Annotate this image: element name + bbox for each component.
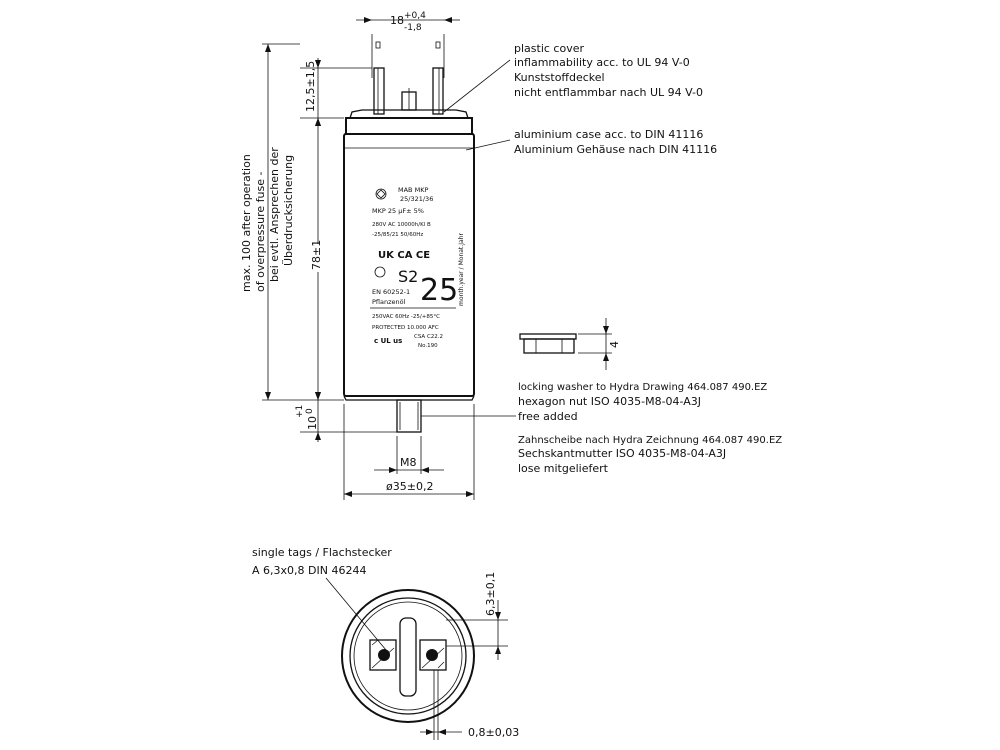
dim-top-width: 18 +0,4 -1,8 [356, 11, 460, 78]
label-class: S2 [398, 267, 418, 286]
callout-case-1: aluminium case acc. to DIN 41116 [514, 128, 703, 141]
dim-body-height: 78±1 [300, 118, 344, 401]
dim-top-width-upper: +0,4 [404, 11, 426, 21]
label-standard: EN 60252-1 [372, 288, 410, 296]
capacitor-top-view [341, 589, 475, 723]
dim-stud-tol-upper: +1 [295, 405, 305, 418]
expansion-note-line4: Überdrucksicherung [282, 155, 295, 266]
expansion-note-line2: of overpressure fuse - [254, 172, 267, 292]
dim-tag-thickness: 0,8±0,03 [420, 670, 519, 740]
dim-tag-height-value: 12,5±1,5 [304, 61, 317, 112]
tags-callout-1: single tags / Flachstecker [252, 546, 392, 559]
callout-washer-de-2: Sechskantmutter ISO 4035-M8-04-A3J [518, 447, 726, 460]
callout-case: aluminium case acc. to DIN 41116 Alumini… [514, 128, 717, 156]
dim-stud-length-value: 10 [306, 416, 319, 430]
vde-mark [374, 266, 386, 278]
label-brand: MAB MKP [398, 186, 428, 194]
tag-left-hole [378, 649, 390, 661]
dim-tag-spacing: 6,3±0,1 [446, 572, 508, 660]
dim-stud-length: 10 +1 0 [295, 392, 397, 442]
plastic-cover [345, 117, 473, 135]
dim-diameter: ø35±0,2 [343, 404, 475, 500]
dim-thread: M8 [374, 436, 444, 474]
label-protected: PROTECTED 10.000 AFC [372, 325, 439, 331]
label-code: 25/321/36 [400, 195, 433, 203]
terminal-left [373, 67, 385, 115]
nut-detail: 4 [519, 318, 621, 370]
callout-washer-de-3: lose mitgeliefert [518, 462, 609, 475]
label-marks: UK CA CE [378, 250, 430, 261]
label-oil: Pflanzenöl [372, 298, 406, 306]
label-csa-no: No.190 [418, 343, 438, 349]
label-ul: c UL us [374, 337, 402, 345]
label-rating: 280V AC 10000h/Kl B [372, 222, 431, 228]
callout-cover-4: nicht entflammbar nach UL 94 V-0 [514, 86, 703, 99]
callout-cover-2: inflammability acc. to UL 94 V-0 [514, 56, 690, 69]
callout-washer-en-1: locking washer to Hydra Drawing 464.087 … [518, 382, 767, 393]
expansion-note-line3: bei evtl. Ansprechen der [268, 147, 281, 282]
aluminium-can [343, 133, 475, 397]
dim-nut-height: 4 [608, 341, 621, 348]
label-model: MKP 25 µF± 5% [372, 207, 424, 215]
terminal-right [432, 67, 444, 115]
callout-washer-en-3: free added [518, 410, 578, 423]
callout-cover-3: Kunststoffdeckel [514, 71, 605, 84]
expansion-note-line1: max. 100 after operation [240, 154, 253, 292]
tag-right-hole [426, 649, 438, 661]
callout-washer: locking washer to Hydra Drawing 464.087 … [518, 382, 782, 475]
label-rating2: 250VAC 60Hz -25/+85°C [372, 314, 440, 320]
label-capacitance: 25 [420, 273, 458, 308]
dim-stud-tol-lower: 0 [305, 408, 315, 414]
top-view-centre-rib [399, 617, 417, 697]
label-csa: CSA C22.2 [414, 334, 443, 340]
dim-top-width-lower: -1,8 [404, 23, 422, 33]
callout-cover: plastic cover inflammability acc. to UL … [514, 42, 703, 99]
tags-callout: single tags / Flachstecker A 6,3x0,8 DIN… [252, 546, 392, 651]
dim-expansion: max. 100 after operation of overpressure… [240, 43, 300, 401]
top-view-tag-left [369, 639, 397, 671]
callout-leaders [421, 59, 516, 417]
dim-top-width-value: 18 [390, 14, 404, 27]
brand-logo [375, 188, 387, 200]
dim-diameter-value: ø35±0,2 [386, 480, 433, 493]
callout-washer-en-2: hexagon nut ISO 4035-M8-04-A3J [518, 395, 701, 408]
label-climate: -25/85/21 50/60Hz [372, 232, 423, 238]
callout-case-2: Aluminium Gehäuse nach DIN 41116 [514, 143, 717, 156]
threaded-stud [396, 399, 422, 433]
product-label: MAB MKP 25/321/36 MKP 25 µF± 5% 280V AC … [370, 186, 465, 349]
dim-tag-spacing-value: 6,3±0,1 [484, 572, 497, 616]
dim-thread-value: M8 [400, 456, 417, 469]
top-view-tag-right [419, 639, 447, 671]
dim-tag-thickness-value: 0,8±0,03 [468, 726, 519, 739]
top-view-outer-circle [341, 589, 475, 723]
dim-body-height-value: 78±1 [310, 240, 323, 270]
dim-tag-height: 12,5±1,5 [300, 58, 372, 126]
capacitor-side-view [343, 67, 475, 433]
tags-callout-2: A 6,3x0,8 DIN 46244 [252, 564, 366, 577]
callout-washer-de-1: Zahnscheibe nach Hydra Zeichnung 464.087… [518, 435, 782, 446]
label-side: month.year / Monat.Jahr [458, 233, 465, 306]
callout-cover-1: plastic cover [514, 42, 584, 55]
